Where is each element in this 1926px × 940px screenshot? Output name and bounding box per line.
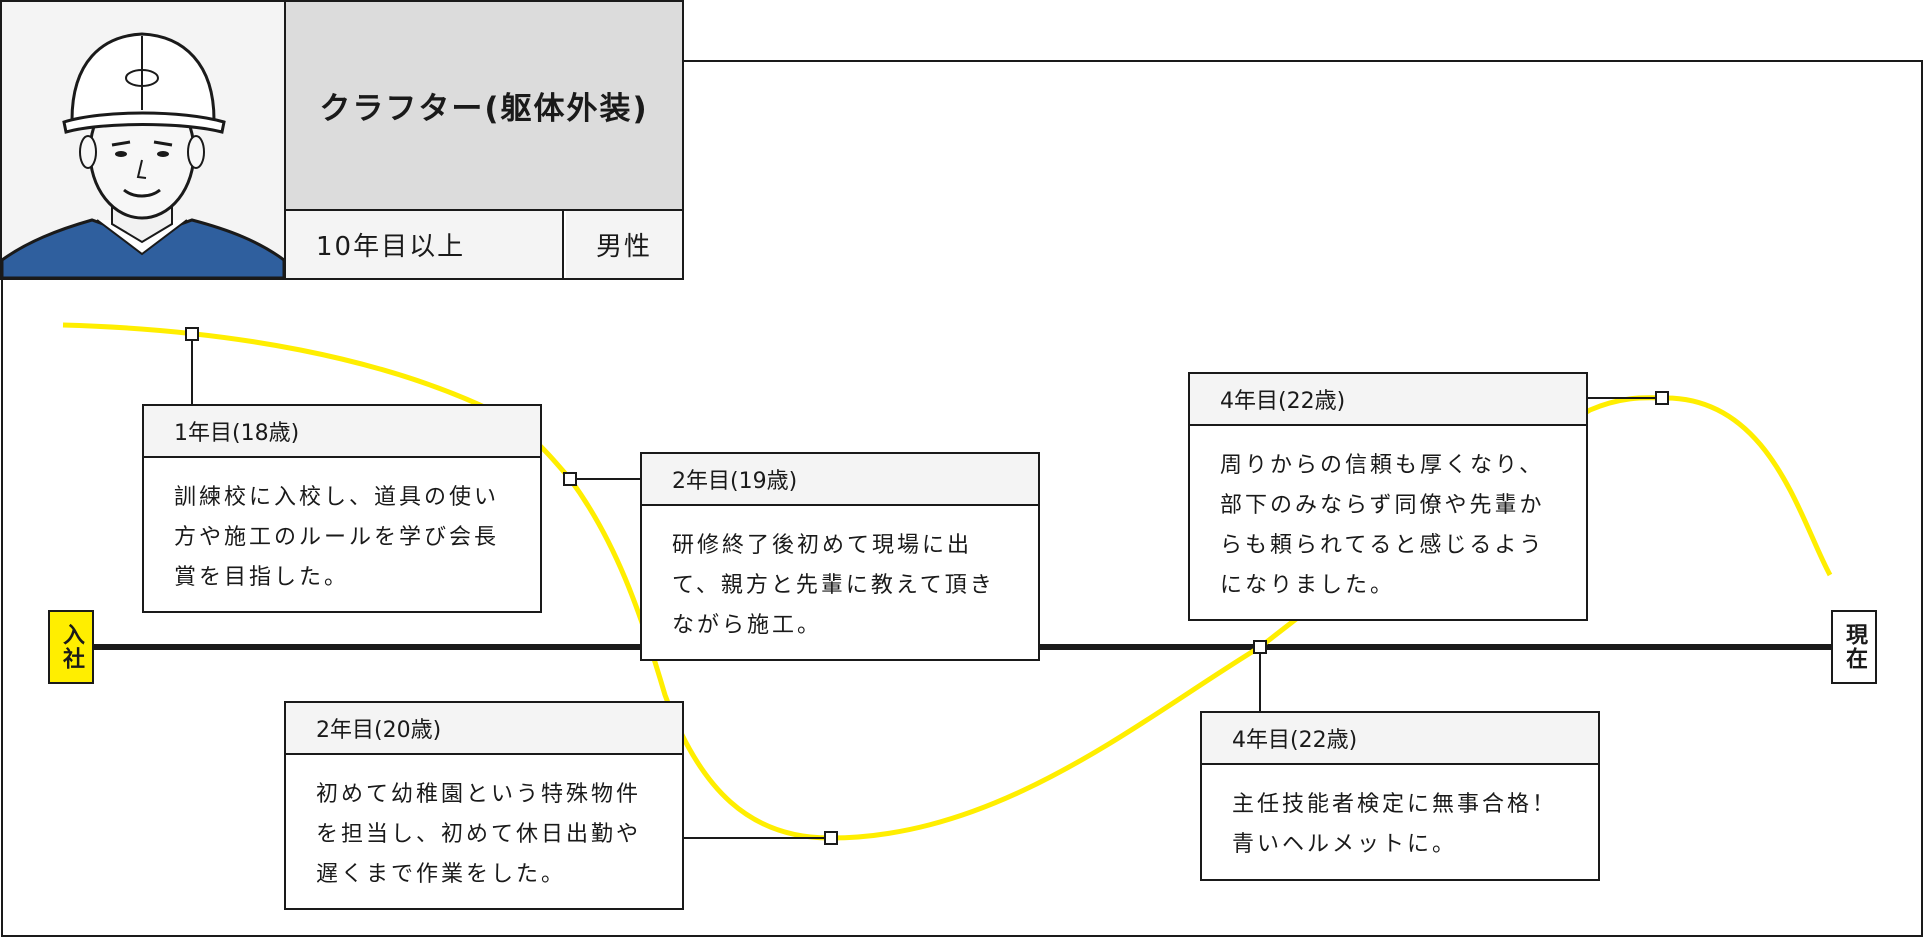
event-card-2: 2年目(19歳) 研修終了後初めて現場に出 て、親方と先輩に教えて頂き ながら施… [640,452,1040,661]
event-line: らも頼られてると感じるよう [1220,533,1545,558]
marker-2 [563,472,577,486]
profile-title: クラフター(躯体外装) [286,2,682,211]
event-card-4: 4年目(22歳) 周りからの信頼も厚くなり、 部下のみならず同僚や先輩か らも頼… [1188,372,1588,621]
marker-3 [824,831,838,845]
event-body: 主任技能者検定に無事合格！ 青いヘルメットに。 [1202,765,1598,865]
event-body: 周りからの信頼も厚くなり、 部下のみならず同僚や先輩か らも頼られてると感じるよ… [1190,426,1586,606]
marker-1 [185,327,199,341]
profile-gender: 男性 [566,211,682,278]
profile-years: 10年目以上 [286,211,564,278]
event-header: 2年目(20歳) [286,703,682,755]
start-label: 入社 [48,610,94,684]
worker-portrait [2,2,286,278]
worker-illustration [2,32,284,278]
end-label: 現在 [1831,610,1877,684]
event-line: 方や施工のルールを学び会長 [174,525,500,550]
event-header: 1年目(18歳) [144,406,540,458]
event-line: て、親方と先輩に教えて頂き [672,573,995,598]
event-card-3: 2年目(20歳) 初めて幼稚園という特殊物件 を担当し、初めて休日出勤や 遅くま… [284,701,684,910]
event-line: 研修終了後初めて現場に出 [672,533,973,558]
event-line: 周りからの信頼も厚くなり、 [1220,453,1545,478]
marker-4 [1655,391,1669,405]
event-line: を担当し、初めて休日出勤や [316,822,642,847]
event-body: 初めて幼稚園という特殊物件 を担当し、初めて休日出勤や 遅くまで作業をした。 [286,755,682,895]
event-body: 訓練校に入校し、道具の使い 方や施工のルールを学び会長 賞を目指した。 [144,458,540,598]
event-line: になりました。 [1220,573,1396,598]
event-header: 4年目(22歳) [1202,713,1598,765]
event-body: 研修終了後初めて現場に出 て、親方と先輩に教えて頂き ながら施工。 [642,506,1038,646]
diagram-frame [1,60,1923,937]
event-line: ながら施工。 [672,613,823,638]
event-line: 遅くまで作業をした。 [316,862,567,887]
event-line: 主任技能者検定に無事合格！ [1232,792,1558,817]
event-line: 青いヘルメットに。 [1232,832,1458,857]
marker-5 [1253,640,1267,654]
event-line: 部下のみならず同僚や先輩か [1220,493,1545,518]
event-header: 4年目(22歳) [1190,374,1586,426]
event-line: 初めて幼稚園という特殊物件 [316,782,642,807]
event-card-5: 4年目(22歳) 主任技能者検定に無事合格！ 青いヘルメットに。 [1200,711,1600,881]
event-header: 2年目(19歳) [642,454,1038,506]
event-line: 訓練校に入校し、道具の使い [174,485,500,510]
profile-card: クラフター(躯体外装) 10年目以上 男性 [0,0,684,280]
event-card-1: 1年目(18歳) 訓練校に入校し、道具の使い 方や施工のルールを学び会長 賞を目… [142,404,542,613]
event-line: 賞を目指した。 [174,565,350,590]
